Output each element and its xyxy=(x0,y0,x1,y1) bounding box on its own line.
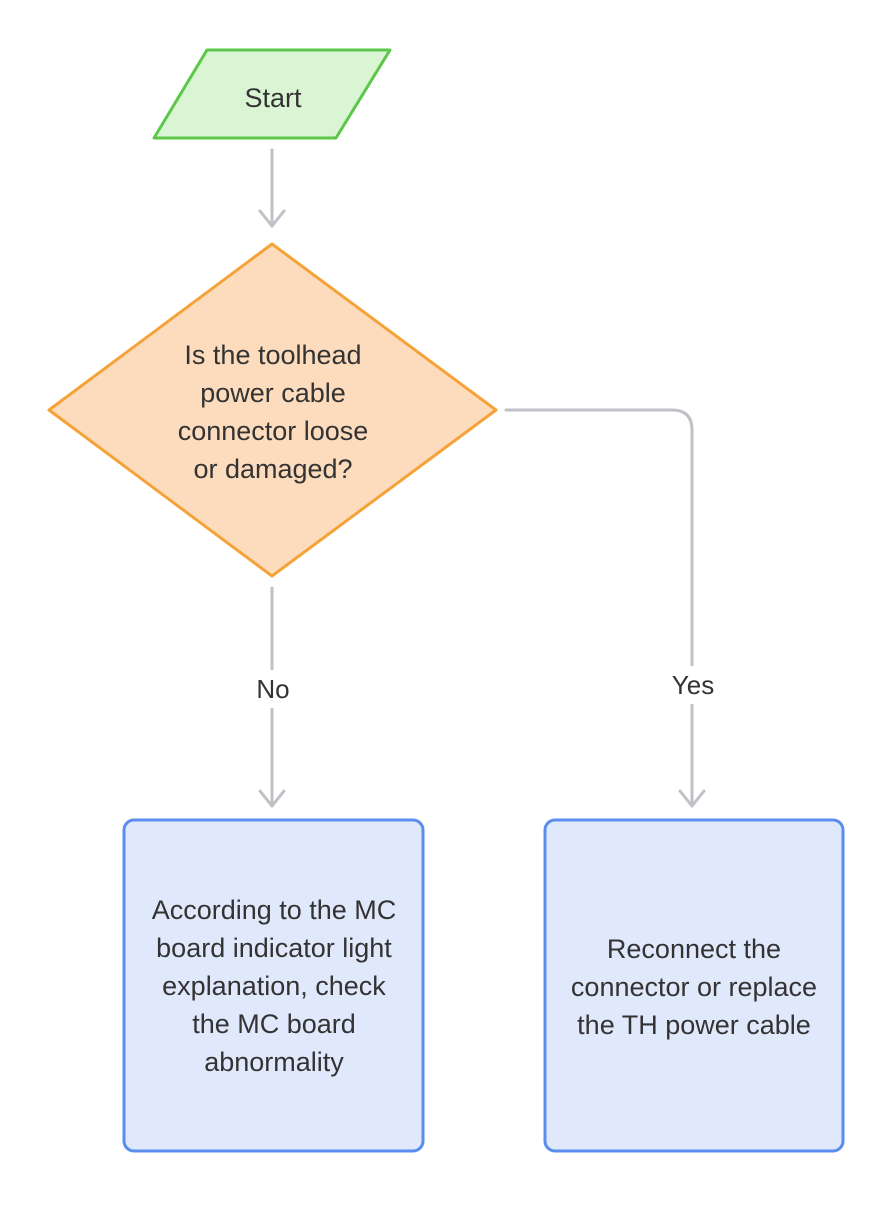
process-no-node-label: According to the MC board indicator ligh… xyxy=(151,895,397,1077)
decision-node-shape xyxy=(47,242,498,578)
process-no-node-shape xyxy=(122,818,425,1153)
process-yes-node-shape xyxy=(543,818,845,1153)
edge-label-yes: Yes xyxy=(660,666,726,704)
process-yes-node-label: Reconnect the connector or replace the T… xyxy=(570,934,818,1040)
edge-label-no: No xyxy=(246,670,300,708)
start-node-label: Start xyxy=(244,83,302,113)
decision-node-label: Is the toolhead power cable connector lo… xyxy=(177,340,369,484)
start-node-shape xyxy=(152,48,392,140)
connector-decision-to-yes xyxy=(504,408,706,808)
connector-start-to-decision xyxy=(258,148,286,228)
